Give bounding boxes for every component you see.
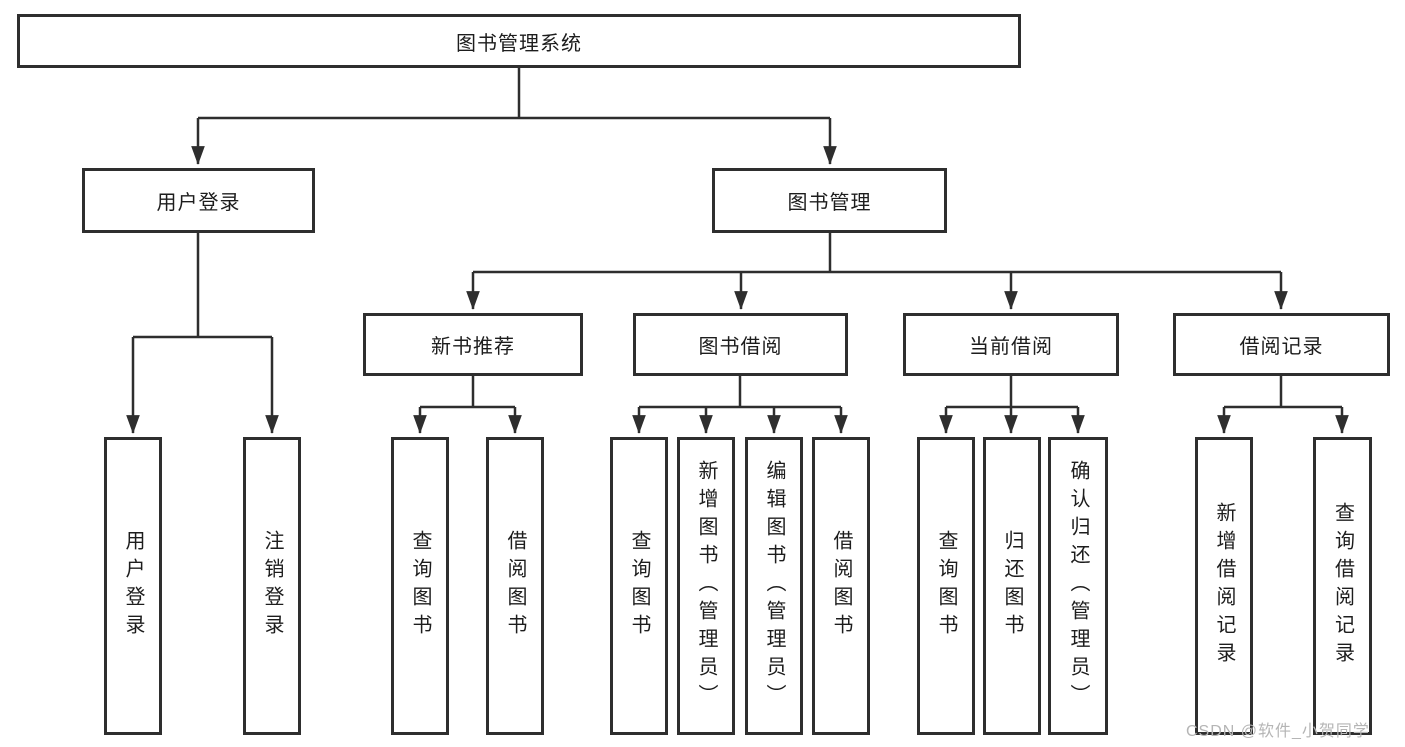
node-label: 注销登录 <box>261 530 283 642</box>
node-borrowing-records: 借阅记录 <box>1173 313 1390 376</box>
node-label: 借阅图书 <box>830 530 852 642</box>
leaf-user-login: 用户登录 <box>104 437 162 735</box>
node-label: 用户登录 <box>156 192 241 214</box>
node-label: 新增图书（管理员） <box>695 460 717 712</box>
node-book-management: 图书管理 <box>712 168 947 233</box>
node-label: 用户登录 <box>122 530 144 642</box>
node-current-borrowing: 当前借阅 <box>903 313 1119 376</box>
node-new-book-recommend: 新书推荐 <box>363 313 583 376</box>
csdn-watermark: CSDN @软件_小贺同学 <box>1186 723 1370 740</box>
node-label: 新增借阅记录 <box>1213 502 1235 670</box>
leaf-add-book-admin: 新增图书（管理员） <box>677 437 735 735</box>
node-label: 图书管理系统 <box>456 32 582 55</box>
node-label: 查询图书 <box>409 530 431 642</box>
node-label: 确认归还（管理员） <box>1067 460 1089 712</box>
node-label: 查询图书 <box>935 530 957 642</box>
node-label: 借阅记录 <box>1239 336 1324 358</box>
node-label: 查询借阅记录 <box>1331 502 1354 670</box>
leaf-borrow-books-recommend: 借阅图书 <box>486 437 544 735</box>
edges-group <box>126 68 1349 434</box>
node-label: 编辑图书（管理员） <box>763 460 785 712</box>
leaf-add-borrow-record: 新增借阅记录 <box>1195 437 1253 735</box>
node-label: 归还图书 <box>1001 530 1023 642</box>
node-label: 查询图书 <box>628 530 650 642</box>
node-label: 图书管理 <box>787 192 872 214</box>
leaf-return-book: 归还图书 <box>983 437 1041 735</box>
node-label: 当前借阅 <box>969 336 1053 358</box>
node-label: 新书推荐 <box>431 336 515 358</box>
leaf-confirm-return-admin: 确认归还（管理员） <box>1048 437 1108 735</box>
node-label: 借阅图书 <box>504 530 526 642</box>
node-library-management-system: 图书管理系统 <box>17 14 1021 68</box>
leaf-query-borrow-record: 查询借阅记录 <box>1313 437 1372 735</box>
node-label: 图书借阅 <box>698 336 783 358</box>
leaf-query-books-recommend: 查询图书 <box>391 437 449 735</box>
leaf-edit-book-admin: 编辑图书（管理员） <box>745 437 803 735</box>
node-user-login: 用户登录 <box>82 168 315 233</box>
leaf-borrow-books-borrowing: 借阅图书 <box>812 437 870 735</box>
node-book-borrowing: 图书借阅 <box>633 313 848 376</box>
leaf-query-books-borrowing: 查询图书 <box>610 437 668 735</box>
leaf-logout: 注销登录 <box>243 437 301 735</box>
leaf-query-books-current: 查询图书 <box>917 437 975 735</box>
